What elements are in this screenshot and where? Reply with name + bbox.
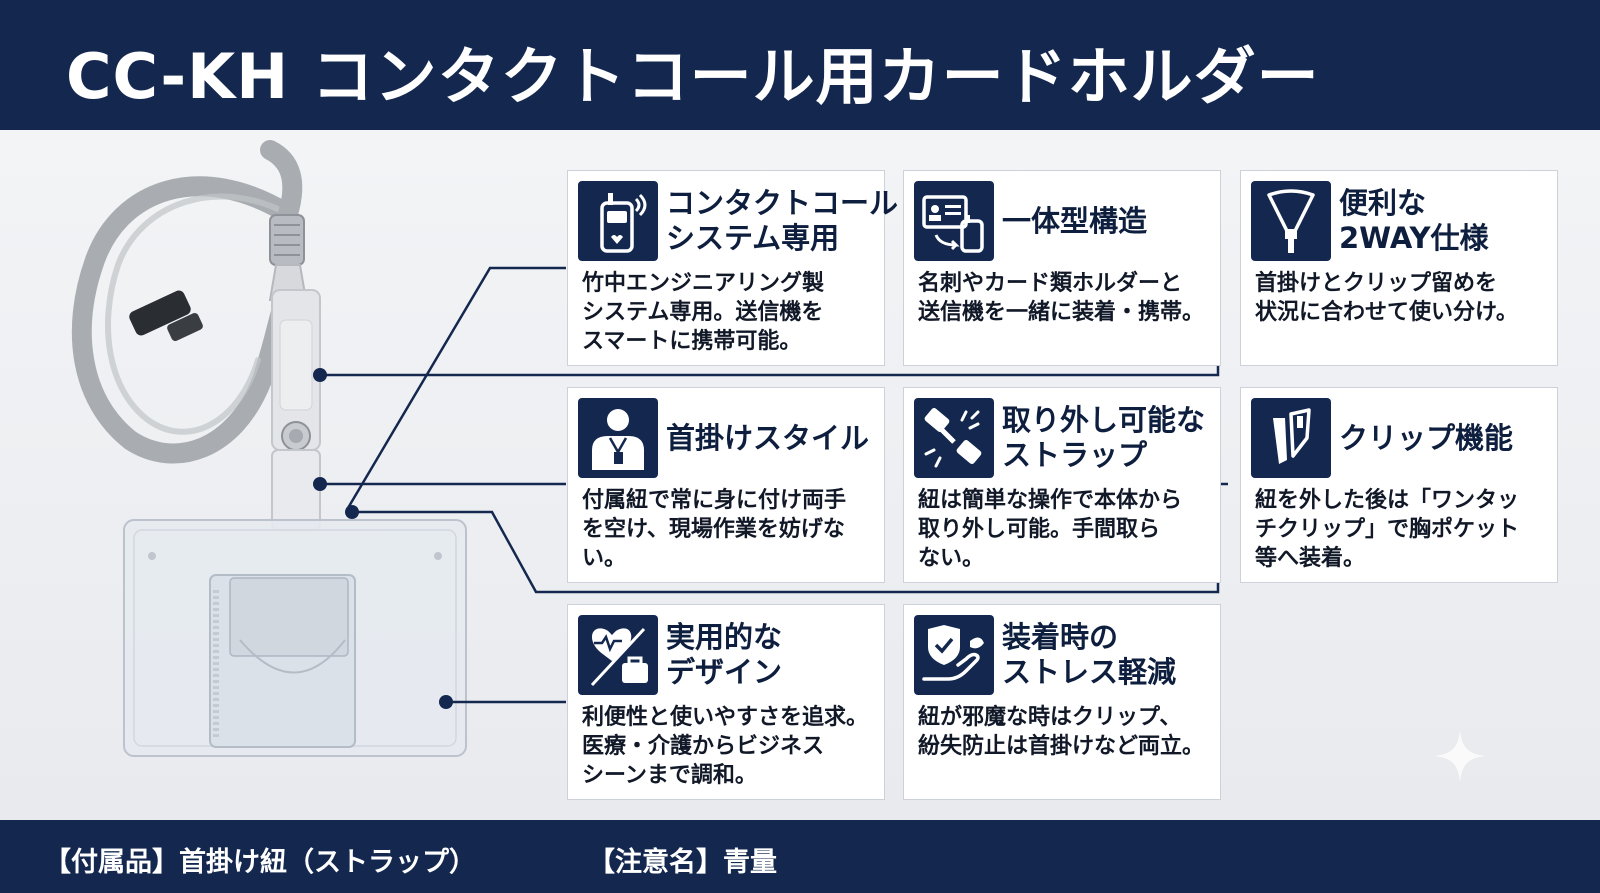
card-title: コンタクトコールシステム専用 bbox=[666, 186, 899, 255]
clip-icon bbox=[1251, 398, 1331, 478]
feature-card-integrated: 一体型構造 名刺やカード類ホルダーと送信機を一緒に装着・携帯。 bbox=[903, 170, 1221, 366]
footer-bar: 【付属品】首掛け紐（ストラップ） 【注意名】青量 bbox=[0, 820, 1600, 893]
feature-card-clip: クリップ機能 紐を外した後は「ワンタッチクリップ」で胸ポケット等へ装着。 bbox=[1240, 387, 1558, 583]
person-badge-icon bbox=[578, 398, 658, 478]
card-title: 実用的なデザイン bbox=[666, 620, 783, 689]
feature-card-contact-call: コンタクトコールシステム専用 竹中エンジニアリング製システム専用。送信機をスマー… bbox=[567, 170, 899, 366]
card-transmitter-icon bbox=[914, 181, 994, 261]
card-title: 取り外し可能なストラップ bbox=[1002, 403, 1206, 472]
card-title: 首掛けスタイル bbox=[666, 420, 870, 455]
card-description: 紐は簡単な操作で本体から取り外し可能。手間取らない。 bbox=[918, 488, 1183, 571]
header-bar: CC-KH コンタクトコール用カードホルダー bbox=[0, 0, 1600, 130]
heart-briefcase-icon bbox=[578, 615, 658, 695]
transmitter-icon bbox=[578, 181, 658, 261]
feature-card-design: 実用的なデザイン 利便性と使いやすさを追求。医療・介護からビジネスシーンまで調和… bbox=[567, 604, 885, 800]
card-description: 名刺やカード類ホルダーと送信機を一緒に装着・携帯。 bbox=[918, 271, 1205, 325]
sparkle-icon bbox=[1434, 730, 1486, 782]
card-description: 利便性と使いやすさを追求。医療・介護からビジネスシーンまで調和。 bbox=[582, 705, 869, 788]
card-description: 紐を外した後は「ワンタッチクリップ」で胸ポケット等へ装着。 bbox=[1255, 488, 1520, 571]
card-description: 竹中エンジニアリング製システム専用。送信機をスマートに携帯可能。 bbox=[582, 271, 825, 354]
feature-card-detachable: 取り外し可能なストラップ 紐は簡単な操作で本体から取り外し可能。手間取らない。 bbox=[903, 387, 1221, 583]
feature-card-stress: 装着時のストレス軽減 紐が邪魔な時はクリップ、紛失防止は首掛けなど両立。 bbox=[903, 604, 1221, 800]
shield-hand-icon bbox=[914, 615, 994, 695]
accessory-note: 【付属品】首掛け紐（ストラップ） bbox=[44, 847, 476, 878]
detach-plug-icon bbox=[914, 398, 994, 478]
card-title: 一体型構造 bbox=[1002, 203, 1148, 238]
card-description: 首掛けとクリップ留めを状況に合わせて使い分け。 bbox=[1255, 271, 1518, 325]
caution-note: 【注意名】青量 bbox=[588, 847, 777, 878]
page-title: CC-KH コンタクトコール用カードホルダー bbox=[66, 40, 1320, 113]
card-description: 紐が邪魔な時はクリップ、紛失防止は首掛けなど両立。 bbox=[918, 705, 1205, 759]
card-description: 付属紐で常に身に付け両手を空け、現場作業を妨げない。 bbox=[582, 488, 847, 571]
lanyard-icon bbox=[1251, 181, 1331, 261]
card-title: クリップ機能 bbox=[1339, 420, 1514, 455]
card-title: 装着時のストレス軽減 bbox=[1002, 620, 1177, 689]
feature-card-neck-style: 首掛けスタイル 付属紐で常に身に付け両手を空け、現場作業を妨げない。 bbox=[567, 387, 885, 583]
